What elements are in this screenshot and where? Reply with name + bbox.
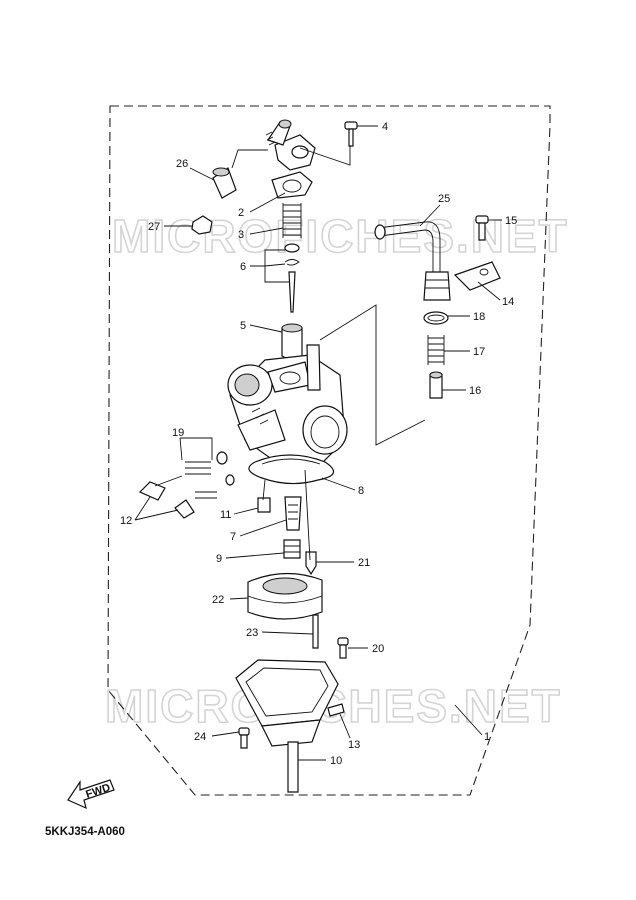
- float: [247, 572, 323, 620]
- pilot-jet: [257, 497, 271, 513]
- main-jet: [283, 539, 301, 559]
- callout-12: 12: [120, 515, 132, 527]
- bracket-screw: [475, 215, 489, 241]
- callout-27: 27: [148, 221, 160, 233]
- choke-plunger: [212, 149, 268, 199]
- callout-25: 25: [438, 193, 450, 205]
- assembly-line-cap: [299, 146, 351, 166]
- fwd-label: FWD: [84, 782, 112, 801]
- fwd-arrow-icon: FWD: [67, 779, 115, 810]
- assembly-line-cable: [319, 304, 426, 446]
- throttle-spring: [282, 203, 302, 238]
- cable-bracket: [453, 261, 501, 291]
- assembly-boundary: [107, 105, 551, 796]
- callouts: 1 2 3 4 5 6 7 8 9 10 11 12 13: [120, 121, 517, 767]
- starter-spring: [427, 335, 445, 365]
- float-chamber-gasket: [248, 454, 334, 485]
- callout-16: 16: [469, 385, 481, 397]
- needle-clip-set: [284, 243, 300, 313]
- pilot-screw-assembly: [138, 451, 235, 519]
- float-pin: [312, 614, 319, 649]
- o-ring: [423, 311, 449, 325]
- throttle-cable-adjuster: [374, 221, 451, 301]
- carburetor-body: [227, 344, 348, 466]
- float-chamber-screw: [337, 637, 349, 659]
- callout-8: 8: [358, 485, 364, 497]
- diagram-code: 5KKJ354-A060: [45, 826, 125, 838]
- callout-20: 20: [372, 643, 384, 655]
- cap-screw: [344, 121, 358, 147]
- callout-4: 4: [382, 121, 388, 133]
- drain-screw: [327, 703, 345, 717]
- callout-14: 14: [502, 296, 514, 308]
- callout-7: 7: [230, 531, 236, 543]
- watermark-top: MICROFICHES.NET: [112, 210, 569, 262]
- callout-21: 21: [358, 557, 370, 569]
- callout-11: 11: [220, 509, 231, 521]
- callout-5: 5: [240, 320, 246, 332]
- callout-18: 18: [473, 311, 485, 323]
- callout-26: 26: [176, 158, 188, 170]
- drain-hose: [287, 741, 299, 793]
- callout-24: 24: [194, 731, 206, 743]
- callout-13: 13: [348, 739, 360, 751]
- fuel-elbow-cap: [265, 119, 316, 171]
- callout-6: 6: [240, 261, 246, 273]
- callout-17: 17: [473, 346, 485, 358]
- callout-1: 1: [484, 731, 490, 743]
- callout-19: 19: [172, 427, 184, 439]
- float-needle: [305, 551, 317, 576]
- cap-gasket: [271, 171, 313, 199]
- callout-22: 22: [212, 594, 224, 606]
- needle-jet: [284, 496, 302, 531]
- callout-3: 3: [238, 229, 244, 241]
- choke-nut: [191, 215, 213, 235]
- callout-9: 9: [216, 553, 222, 565]
- bowl-screw: [238, 727, 250, 749]
- float-chamber: [235, 659, 339, 747]
- starter-plunger: [429, 371, 443, 399]
- callout-10: 10: [330, 755, 342, 767]
- callout-23: 23: [246, 627, 258, 639]
- assembly-line-jets: [262, 469, 311, 561]
- throttle-valve: [281, 323, 303, 360]
- callout-15: 15: [505, 215, 517, 227]
- callout-2: 2: [238, 207, 244, 219]
